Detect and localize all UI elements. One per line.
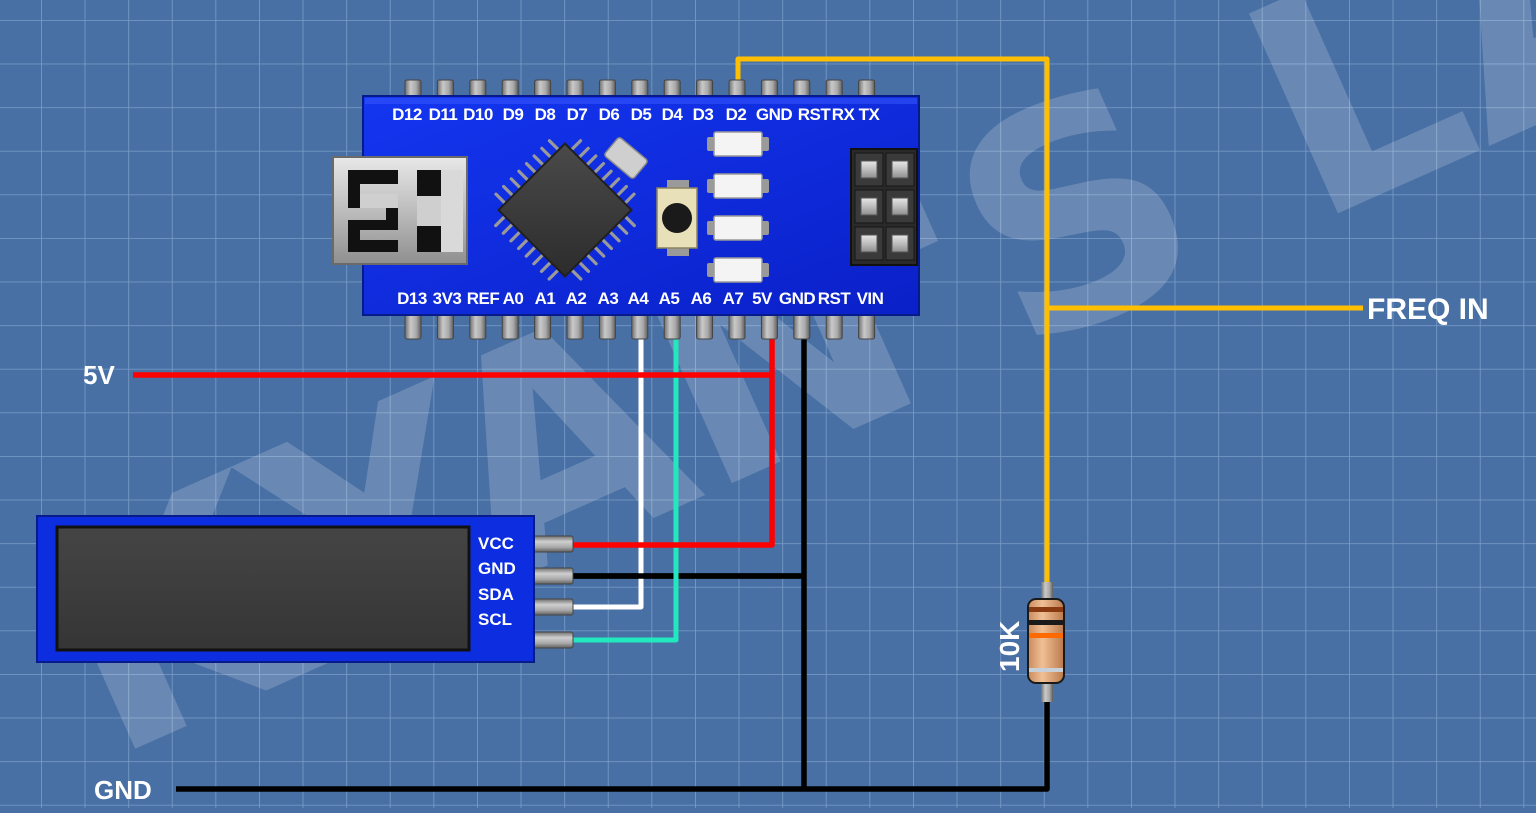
top-pin-label: RX [832,105,856,124]
lcd-pin-label: SCL [478,610,512,629]
microcontroller-chip-icon [494,139,636,281]
arduino-pin-a3 [598,314,616,340]
top-pin-label: D9 [503,105,524,124]
lcd-pin-scl [531,631,574,649]
bottom-pin-label: REF [467,289,500,308]
top-pin-label: RST [798,105,832,124]
bottom-pin-label: 3V3 [433,289,462,308]
bottom-pin-label: A4 [628,289,650,308]
ground-net-label: GND [94,775,152,805]
bottom-pin-label: D13 [397,289,427,308]
led-icon [713,257,763,283]
resistor-value-label: 10K [994,621,1025,672]
icsp-header-icon [850,148,918,266]
bottom-pin-label: GND [779,289,816,308]
bottom-pin-label: A6 [691,289,712,308]
bottom-pin-label: 5V [752,289,773,308]
bottom-pin-label: A0 [503,289,524,308]
crystal-icon [604,137,648,179]
led-icon [713,215,763,241]
arduino-pin-a7 [728,314,746,340]
arduino-pin-rst [825,314,843,340]
bottom-pin-label: A5 [659,289,680,308]
lcd-pin-gnd [531,567,574,585]
wire-5v [133,338,775,548]
wire-scl [572,338,679,643]
freq-in-label: FREQ IN [1367,293,1489,326]
led-icon [713,131,763,157]
lcd-module: VCC GND SDA SCL [36,515,574,663]
reset-button-icon [656,180,698,256]
top-pin-label: D8 [535,105,556,124]
top-header-pins [404,79,876,99]
top-pin-label: D11 [429,105,458,124]
arduino-pin-a5 [663,314,681,340]
bottom-pin-label: A1 [535,289,556,308]
bottom-header-pins [404,314,876,340]
top-pin-label: D3 [693,105,714,124]
arduino-pin-a4 [631,314,649,340]
usb-connector-icon [332,156,468,265]
lcd-pin-label: GND [478,559,516,578]
arduino-pin-a2 [566,314,584,340]
arduino-pin-a1 [534,314,552,340]
bottom-pin-label: A2 [566,289,587,308]
resistor-10k [1027,582,1065,702]
arduino-pin-gnd [793,314,811,340]
arduino-pin-5v [760,314,778,340]
arduino-pin-a6 [696,314,714,340]
wire-freq-in [735,56,1363,586]
top-pin-label: TX [859,105,881,124]
top-pin-label: D2 [726,105,747,124]
top-pin-label: D7 [567,105,588,124]
led-icon [713,173,763,199]
top-pin-label: D12 [392,105,422,124]
bottom-pin-label: RST [818,289,852,308]
top-pin-label: D4 [662,105,684,124]
arduino-pin-ref [469,314,487,340]
power-net-label: 5V [83,360,115,390]
arduino-pin-a0 [501,314,519,340]
lcd-pin-sda [531,598,574,616]
lcd-pin-label: SDA [478,585,514,604]
top-pin-label: GND [756,105,793,124]
bottom-pin-label: A7 [723,289,744,308]
arduino-pin-3v3 [436,314,454,340]
top-pin-label: D6 [599,105,620,124]
lcd-screen [55,525,471,652]
bottom-pin-label: A3 [598,289,619,308]
wire-sda [572,338,644,610]
arduino-pin-vin [858,314,876,340]
top-pin-label: D5 [631,105,652,124]
lcd-pin-label: VCC [478,534,514,553]
top-pin-label: D10 [463,105,493,124]
bottom-pin-label: VIN [857,289,884,308]
lcd-pin-vcc [531,535,574,553]
arduino-pin-d13 [404,314,422,340]
smd-leds [707,131,769,283]
